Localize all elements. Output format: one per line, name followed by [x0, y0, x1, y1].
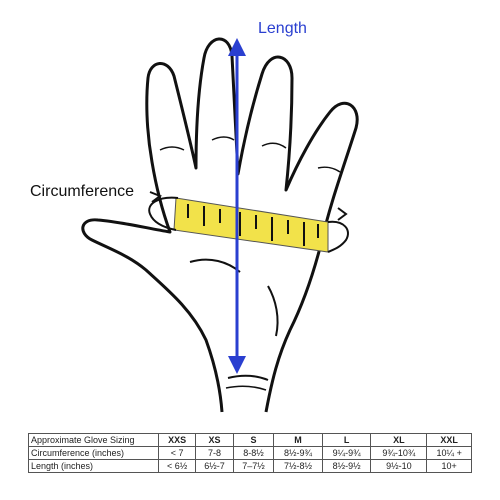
finger-crease: [159, 146, 185, 151]
table-cell: 10+: [426, 459, 472, 473]
circumference-label: Circumference: [30, 183, 135, 200]
size-header: XL: [370, 433, 428, 447]
table-header-row: Approximate Glove Sizing XXS XS S M L XL…: [28, 433, 472, 447]
row-label: Length (inches): [28, 459, 159, 473]
table-cell: 7–7½: [232, 459, 275, 473]
wrist-crease: [227, 374, 269, 381]
table-cell: 7½-8½: [273, 459, 323, 473]
table-cell: 9¾-10¾: [370, 446, 428, 460]
wrist-crease: [225, 385, 267, 391]
table-cell: 9¼-9¾: [321, 446, 372, 460]
length-arrowhead-top: [228, 38, 246, 56]
hand-measurement-diagram: [81, 37, 359, 413]
size-header: M: [273, 433, 323, 447]
table-cell: < 7: [157, 446, 197, 460]
circumference-arrowhead: [337, 207, 348, 221]
table-header-label: Approximate Glove Sizing: [28, 433, 159, 447]
size-header: XXL: [426, 433, 472, 447]
table-row: Length (inches) < 6½ 6½-7 7–7½ 7½-8½ 8½-…: [28, 459, 472, 473]
size-header: XS: [195, 433, 234, 447]
table-cell: 8½-9¾: [273, 446, 323, 460]
table-cell: 7-8: [195, 446, 234, 460]
finger-crease: [317, 166, 341, 173]
size-header: S: [232, 433, 275, 447]
table-cell: < 6½: [157, 459, 197, 473]
circumference-arrow-left: [148, 196, 179, 231]
palm-crease: [267, 285, 279, 337]
size-header: L: [321, 433, 372, 447]
finger-crease: [211, 136, 235, 141]
table-cell: 8-8½: [232, 446, 275, 460]
table-row: Circumference (inches) < 7 7-8 8-8½ 8½-9…: [28, 446, 472, 460]
glove-sizing-table: Approximate Glove Sizing XXS XS S M L XL…: [28, 433, 472, 473]
circumference-arrow-right: [327, 220, 349, 253]
tape-ticks: [187, 204, 319, 246]
row-label: Circumference (inches): [28, 446, 159, 460]
size-header: XXS: [157, 433, 197, 447]
table-cell: 9½-10: [370, 459, 428, 473]
table-cell: 8½-9½: [321, 459, 372, 473]
length-label: Length: [258, 20, 307, 37]
table-cell: 6½-7: [195, 459, 234, 473]
circumference-arrowhead: [149, 191, 163, 203]
table-cell: 10¼ +: [426, 446, 472, 460]
length-arrowhead-bottom: [228, 356, 246, 374]
finger-crease: [261, 142, 287, 149]
